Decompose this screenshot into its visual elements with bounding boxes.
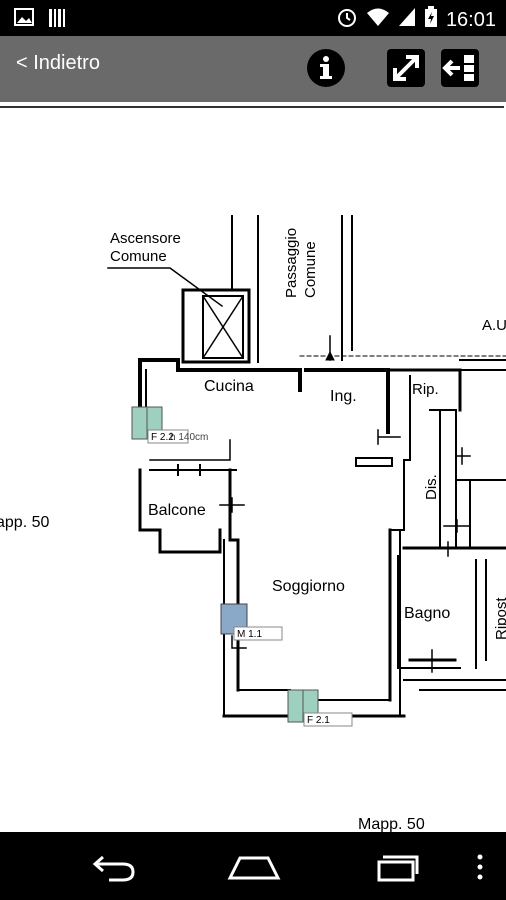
- label-soggiorno: Soggiorno: [272, 578, 345, 595]
- nav-menu-button[interactable]: [470, 850, 490, 884]
- info-button[interactable]: [306, 48, 346, 88]
- tag-m11: M 1.1: [237, 629, 262, 640]
- barcode-notification-icon: [48, 8, 66, 33]
- panel-toggle-button[interactable]: [440, 48, 480, 88]
- floor-plan-viewer[interactable]: Ascensore Comune Passaggio Comune A.U Cu…: [0, 190, 506, 832]
- label-rip: Rip.: [412, 381, 439, 398]
- wifi-icon: [366, 7, 390, 33]
- alarm-icon: [336, 6, 358, 34]
- floor-plan-drawing: Ascensore Comune Passaggio Comune A.U Cu…: [0, 215, 506, 832]
- info-icon: [307, 49, 345, 87]
- home-icon: [227, 856, 281, 880]
- label-ripost: Ripost: [493, 597, 506, 640]
- gallery-notification-icon: [14, 8, 34, 33]
- label-comune-2: Comune: [302, 241, 319, 298]
- label-comune-1: Comune: [110, 248, 167, 265]
- fullscreen-button[interactable]: [386, 48, 426, 88]
- nav-recents-button[interactable]: [370, 850, 422, 884]
- back-button[interactable]: < Indietro: [16, 52, 100, 74]
- label-bagno: Bagno: [404, 605, 450, 622]
- signal-icon: [398, 7, 416, 33]
- back-arrow-icon: [92, 855, 135, 882]
- overflow-menu-icon: [477, 854, 483, 880]
- label-ascensore: Ascensore: [110, 230, 181, 247]
- recents-icon: [377, 855, 419, 882]
- description-text-area: [0, 106, 504, 192]
- nav-home-button[interactable]: [226, 850, 282, 884]
- status-bar: 16:01: [0, 0, 506, 36]
- label-passaggio: Passaggio: [283, 228, 300, 298]
- panel-arrow-icon: [441, 49, 479, 87]
- label-au: A.U: [482, 317, 506, 334]
- clock-text: 16:01: [445, 8, 496, 31]
- tag-f21: F 2.1: [307, 715, 330, 726]
- app-toolbar: < Indietro: [0, 36, 506, 102]
- label-mapp-left: app. 50: [0, 514, 49, 531]
- label-ing: Ing.: [330, 388, 357, 405]
- battery-icon: [424, 6, 438, 34]
- nav-back-button[interactable]: [86, 850, 138, 884]
- label-cucina: Cucina: [204, 378, 254, 395]
- label-balcone: Balcone: [148, 502, 206, 519]
- tag-f22: F 2.2: [151, 432, 174, 443]
- expand-icon: [387, 49, 425, 87]
- label-mapp-bottom: Mapp. 50: [358, 816, 425, 832]
- label-h-partial: h 140cm: [170, 432, 208, 443]
- system-navigation-bar: [0, 832, 506, 900]
- label-dis: Dis.: [423, 474, 440, 500]
